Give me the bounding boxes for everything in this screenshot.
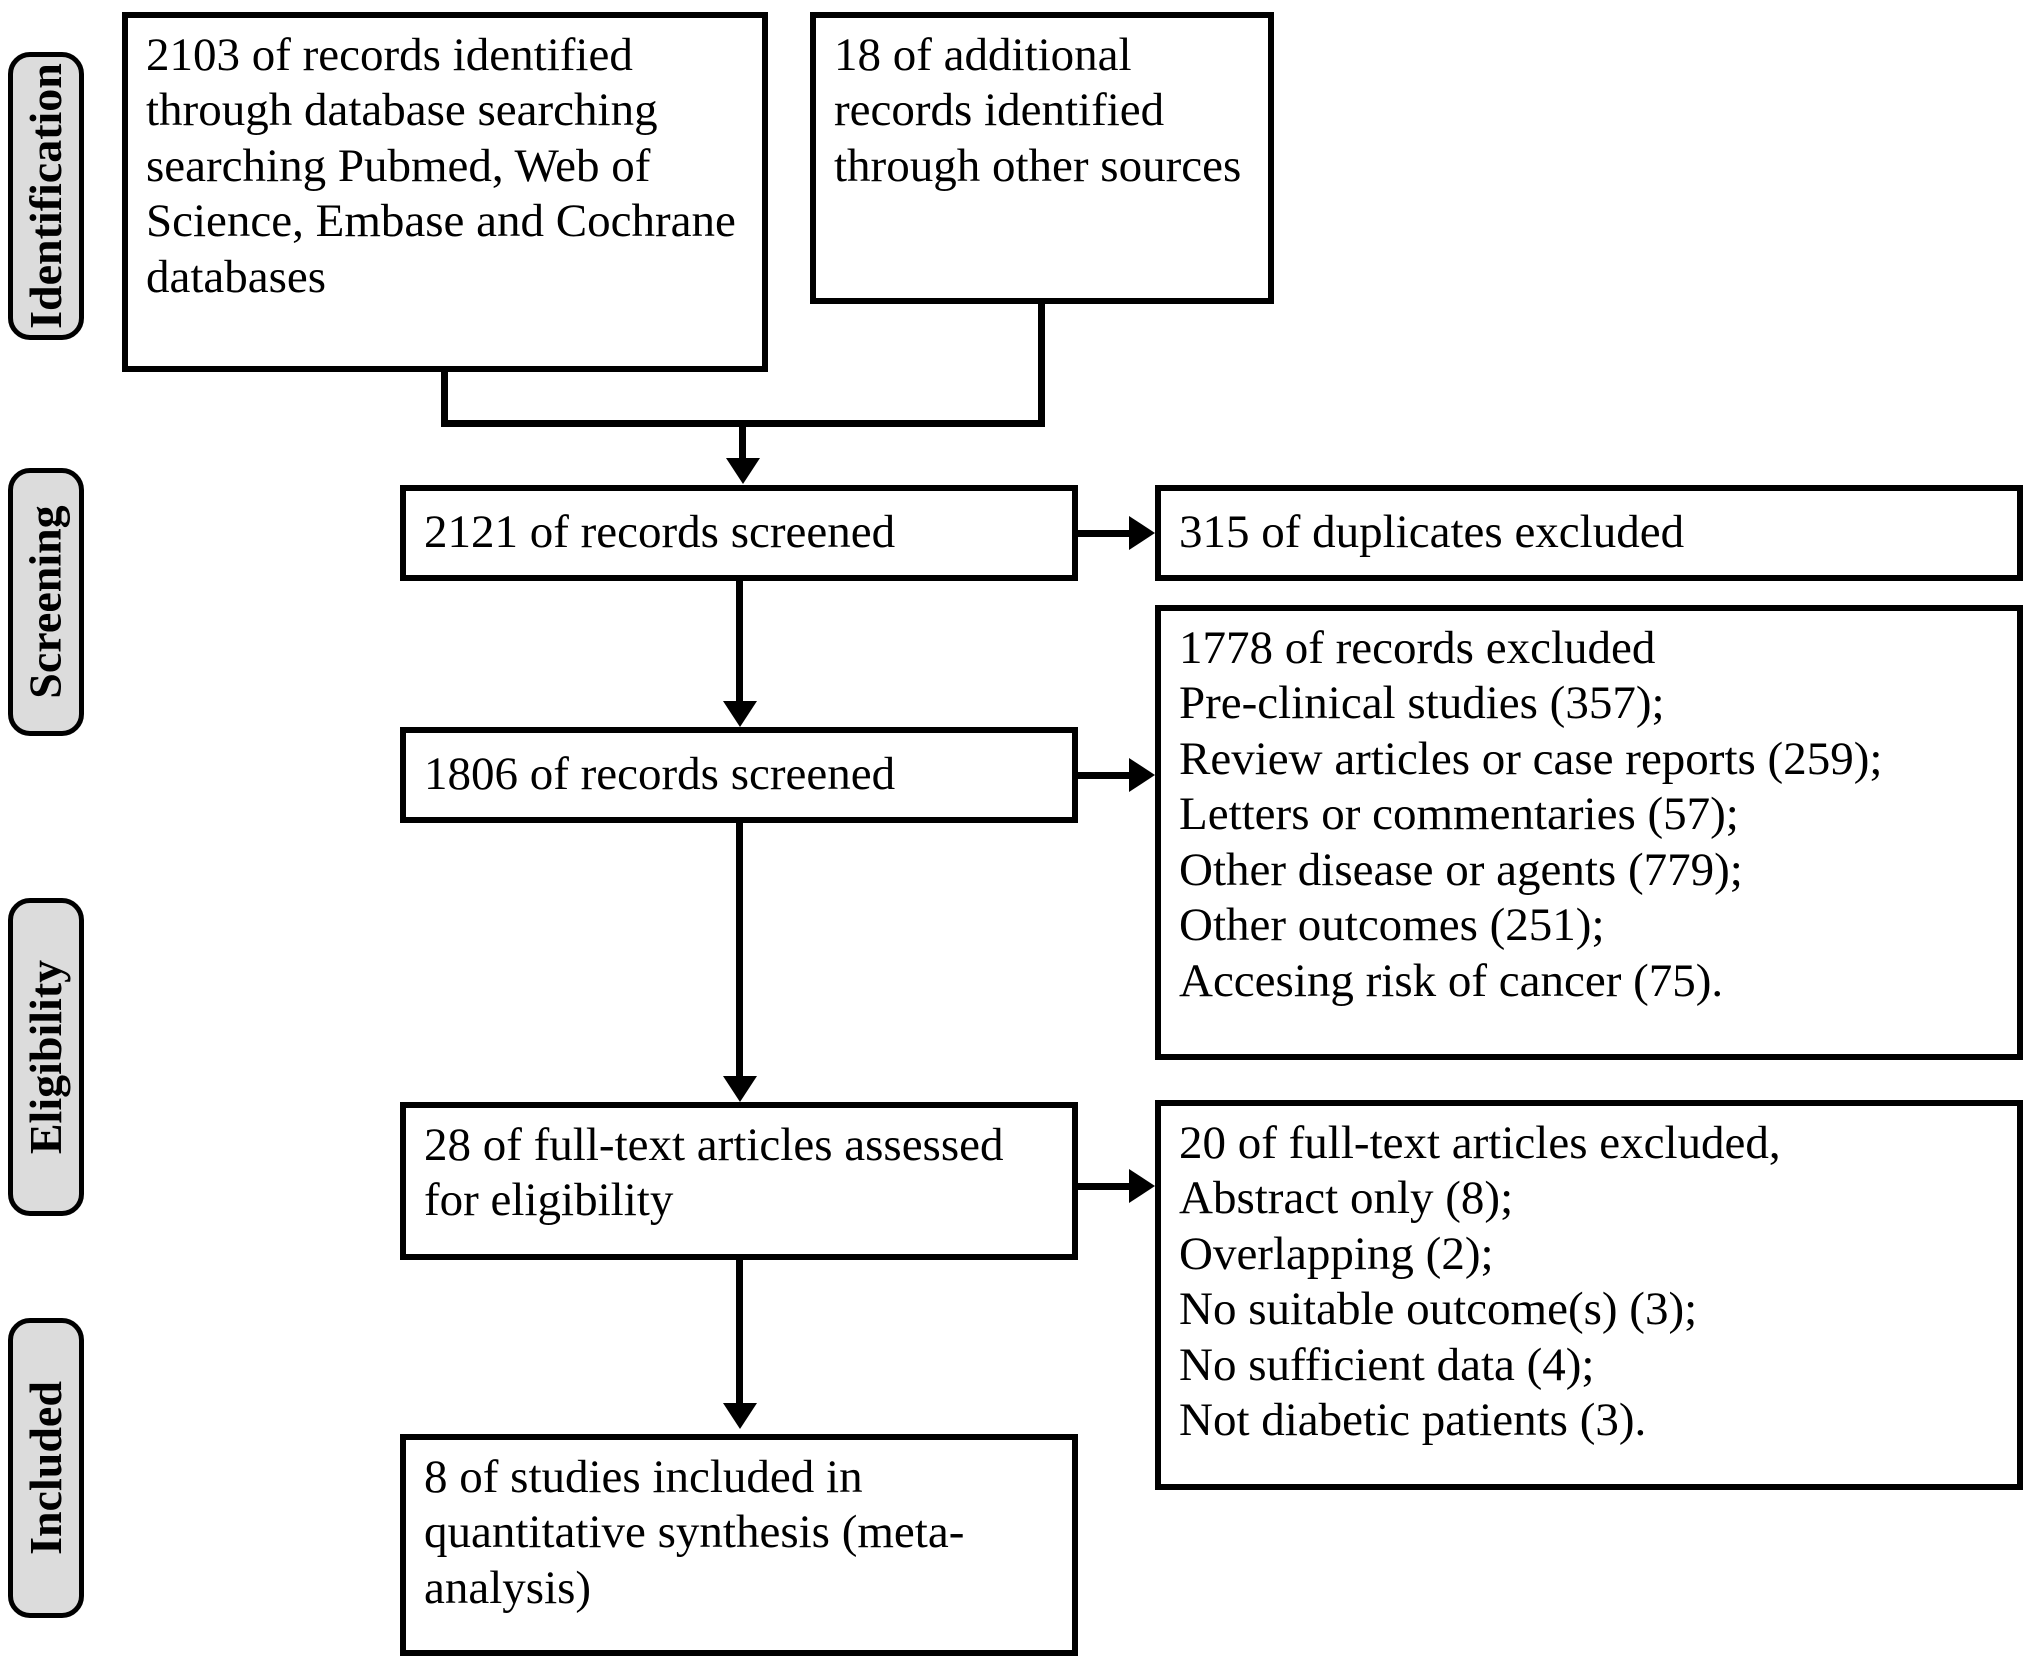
arrowhead-to-records-screened-2121: [726, 458, 760, 484]
arrowhead-to-records-excluded: [1129, 758, 1155, 792]
arrowhead-to-studies-included: [723, 1403, 757, 1429]
box-fulltext-excluded: 20 of full-text articles excluded, Abstr…: [1155, 1100, 2023, 1490]
box-records-excluded-1778-text: 1778 of records excluded Pre-clinical st…: [1179, 622, 1883, 1007]
box-records-screened-2121: 2121 of records screened: [400, 485, 1078, 581]
stage-label-included: Included: [20, 1381, 72, 1555]
stage-bar-screening: Screening: [8, 468, 84, 736]
connector-2121-to-duplicates: [1078, 530, 1133, 537]
box-fulltext-assessed-text: 28 of full-text articles assessed for el…: [424, 1119, 1004, 1227]
stage-label-eligibility: Eligibility: [20, 959, 72, 1155]
connector-1806-to-fulltext: [736, 823, 743, 1078]
arrowhead-to-records-screened-1806: [723, 701, 757, 727]
box-studies-included-text: 8 of studies included in quantitative sy…: [424, 1451, 965, 1614]
box-records-excluded-1778: 1778 of records excluded Pre-clinical st…: [1155, 605, 2023, 1060]
connector-other-stub: [1038, 304, 1045, 420]
connector-2121-to-1806: [736, 581, 743, 703]
arrowhead-to-fulltext-excluded: [1129, 1169, 1155, 1203]
box-records-identified-database: 2103 of records identified through datab…: [122, 12, 768, 372]
box-records-screened-1806: 1806 of records screened: [400, 727, 1078, 823]
box-duplicates-excluded-text: 315 of duplicates excluded: [1179, 506, 1685, 559]
stage-bar-included: Included: [8, 1318, 84, 1618]
connector-fulltext-to-excluded: [1078, 1183, 1133, 1190]
stage-bar-eligibility: Eligibility: [8, 898, 84, 1216]
arrowhead-to-fulltext-assessed: [723, 1076, 757, 1102]
box-records-identified-database-text: 2103 of records identified through datab…: [146, 29, 736, 303]
stage-label-screening: Screening: [20, 505, 71, 699]
arrowhead-to-duplicates: [1129, 516, 1155, 550]
connector-to-records-screened-2121: [739, 420, 746, 460]
box-fulltext-excluded-text: 20 of full-text articles excluded, Abstr…: [1179, 1117, 1781, 1447]
stage-label-identification: Identification: [20, 63, 71, 329]
box-fulltext-assessed: 28 of full-text articles assessed for el…: [400, 1102, 1078, 1260]
box-duplicates-excluded: 315 of duplicates excluded: [1155, 485, 2023, 581]
connector-fulltext-to-included: [736, 1260, 743, 1405]
connector-1806-to-excluded: [1078, 772, 1133, 779]
stage-bar-identification: Identification: [8, 52, 84, 340]
box-records-identified-other: 18 of additional records identified thro…: [810, 12, 1274, 304]
box-studies-included: 8 of studies included in quantitative sy…: [400, 1434, 1078, 1656]
box-records-screened-1806-text: 1806 of records screened: [424, 748, 896, 801]
box-records-identified-other-text: 18 of additional records identified thro…: [834, 29, 1242, 192]
connector-db-stub: [441, 372, 448, 420]
box-records-screened-2121-text: 2121 of records screened: [424, 506, 896, 559]
